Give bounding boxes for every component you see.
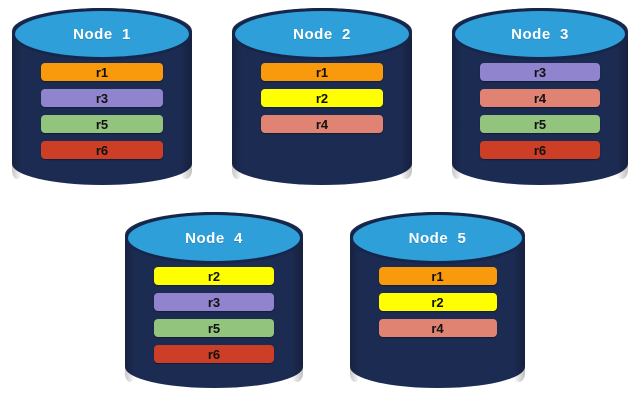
replica-item[interactable]: r4 xyxy=(261,115,383,133)
node-label: Node 4 xyxy=(185,229,243,247)
replica-item[interactable]: r3 xyxy=(41,89,163,107)
cylinder-top-ellipse: Node 5 xyxy=(350,212,525,264)
replica-label: r6 xyxy=(207,346,221,362)
replica-label: r2 xyxy=(431,294,444,310)
replica-label: r1 xyxy=(95,64,109,80)
cylinder-top-ellipse: Node 2 xyxy=(232,8,412,60)
database-node-3: Node 3 r3 r4 r5 r6 xyxy=(452,8,628,185)
database-node-2: Node 2 r1 r2 r4 xyxy=(232,8,412,185)
replica-label: r4 xyxy=(431,320,444,336)
replica-label: r4 xyxy=(315,116,329,132)
replica-item[interactable]: r6 xyxy=(41,141,163,159)
replica-item[interactable]: r5 xyxy=(480,115,600,133)
replica-list: r1 r2 r4 xyxy=(232,63,412,133)
database-node-1: Node 1 r1 r3 r5 r6 xyxy=(12,8,192,185)
replica-list: r1 r2 r4 xyxy=(350,267,525,337)
replica-label: r5 xyxy=(207,320,221,336)
replica-label: r5 xyxy=(533,116,547,132)
replica-list: r3 r4 r5 r6 xyxy=(452,63,628,159)
node-label: Node 1 xyxy=(73,25,131,43)
replica-item[interactable]: r1 xyxy=(261,63,383,81)
replica-label: r5 xyxy=(95,116,109,132)
replica-list: r2 r3 r5 r6 xyxy=(125,267,303,363)
replica-item[interactable]: r3 xyxy=(154,293,274,311)
replica-item[interactable]: r6 xyxy=(480,141,600,159)
replica-item[interactable]: r1 xyxy=(41,63,163,81)
replica-label: r1 xyxy=(315,64,329,80)
replica-item[interactable]: r6 xyxy=(154,345,274,363)
replica-label: r1 xyxy=(431,268,444,284)
replica-list: r1 r3 r5 r6 xyxy=(12,63,192,159)
replica-item[interactable]: r2 xyxy=(378,293,497,311)
node-label: Node 5 xyxy=(408,229,467,247)
replica-item[interactable]: r2 xyxy=(154,267,274,285)
replica-item[interactable]: r5 xyxy=(41,115,163,133)
node-label: Node 2 xyxy=(293,25,351,43)
replica-label: r4 xyxy=(533,90,547,106)
replica-label: r6 xyxy=(95,142,109,158)
replica-label: r3 xyxy=(533,64,547,80)
database-node-5: Node 5 r1 r2 r4 xyxy=(350,212,525,388)
replica-item[interactable]: r2 xyxy=(261,89,383,107)
database-node-4: Node 4 r2 r3 r5 r6 xyxy=(125,212,303,388)
replica-item[interactable]: r3 xyxy=(480,63,600,81)
cylinder-top-ellipse: Node 1 xyxy=(12,8,192,60)
replica-label: r2 xyxy=(207,268,221,284)
replica-item[interactable]: r4 xyxy=(378,319,497,337)
replica-label: r6 xyxy=(533,142,547,158)
cylinder-top-ellipse: Node 3 xyxy=(452,8,628,60)
replica-label: r3 xyxy=(95,90,109,106)
replica-item[interactable]: r5 xyxy=(154,319,274,337)
cylinder-top-ellipse: Node 4 xyxy=(125,212,303,264)
replica-label: r2 xyxy=(315,90,329,106)
replica-item[interactable]: r1 xyxy=(378,267,497,285)
replica-item[interactable]: r4 xyxy=(480,89,600,107)
node-label: Node 3 xyxy=(511,25,569,43)
replica-label: r3 xyxy=(207,294,221,310)
